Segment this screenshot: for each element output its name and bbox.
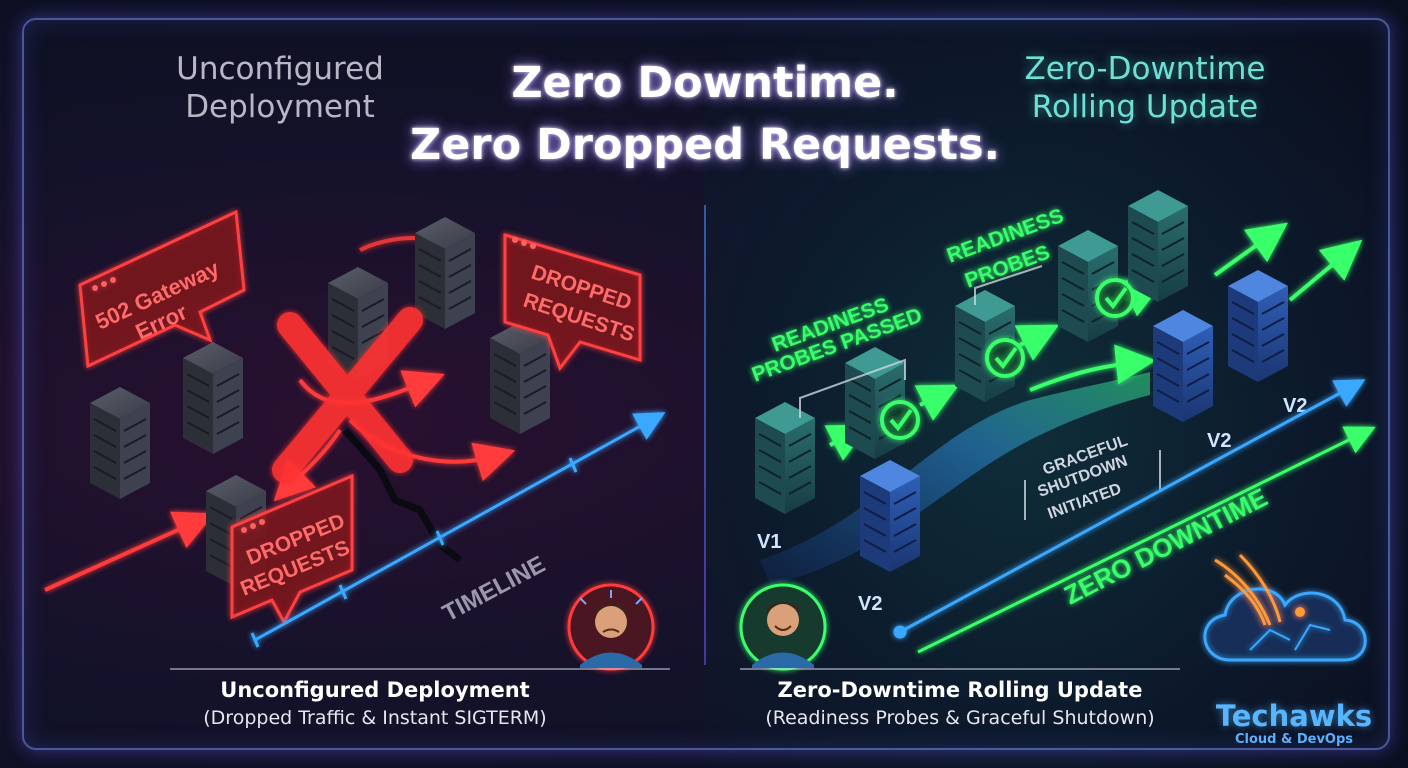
timeline-label: TIMELINE <box>438 551 550 627</box>
callout-dropped-top <box>503 232 642 372</box>
server-left-6 <box>489 321 551 435</box>
right-heading-line1: Zero-Downtime <box>1024 51 1266 87</box>
version-v1: V1 <box>757 531 781 553</box>
timeline-right-blue <box>893 379 1366 639</box>
stressed-engineer-avatar <box>567 583 655 671</box>
crack-icon <box>342 427 463 563</box>
techawks-logo-icon <box>1203 553 1367 662</box>
brand-name: Techawks <box>1215 699 1373 733</box>
right-heading-line2: Rolling Update <box>1031 89 1259 125</box>
server-left-2 <box>182 341 244 455</box>
probe-brackets <box>799 265 1161 520</box>
server-left-5 <box>414 216 476 330</box>
left-caption-title: Unconfigured Deployment <box>220 678 530 702</box>
right-caption-subtitle: (Readiness Probes & Graceful Shutdown) <box>765 707 1155 729</box>
main-title: Zero Downtime. Zero Dropped Requests. <box>400 52 1010 176</box>
version-v2-c: V2 <box>1283 395 1307 417</box>
traffic-flow-ribbon <box>760 372 1150 585</box>
check-icon-1 <box>880 400 920 440</box>
left-caption-rule <box>170 668 670 670</box>
check-icon-2 <box>985 338 1025 378</box>
main-title-line2: Zero Dropped Requests. <box>410 120 1000 170</box>
timeline-right <box>917 426 1376 654</box>
server-v2-mid <box>1152 309 1214 423</box>
right-caption: Zero-Downtime Rolling Update (Readiness … <box>735 676 1185 732</box>
version-v2-a: V2 <box>858 593 882 615</box>
right-caption-title: Zero-Downtime Rolling Update <box>777 678 1143 702</box>
server-v2-right <box>1227 269 1289 383</box>
green-progress-arrows <box>824 222 1363 461</box>
server-left-1 <box>89 386 151 500</box>
brand-tagline: Cloud & DevOps <box>1234 732 1354 747</box>
server-v2-new <box>859 459 921 573</box>
check-icon-3 <box>1095 278 1135 318</box>
version-v2-b: V2 <box>1207 430 1231 452</box>
server-v1 <box>754 401 816 515</box>
outer-frame <box>22 18 1390 750</box>
server-teal-5 <box>1127 189 1189 303</box>
timeline-left <box>250 412 666 648</box>
right-heading: Zero-Downtime Rolling Update <box>990 50 1300 126</box>
main-title-line1: Zero Downtime. <box>511 58 899 108</box>
left-caption-subtitle: (Dropped Traffic & Instant SIGTERM) <box>203 707 547 729</box>
left-caption: Unconfigured Deployment (Dropped Traffic… <box>180 676 570 732</box>
callout-502-error <box>78 209 246 369</box>
failure-x-icon <box>272 307 423 483</box>
callout-dropped-bottom <box>230 473 354 626</box>
left-heading-line1: Unconfigured <box>176 51 384 87</box>
right-caption-rule <box>740 668 1180 670</box>
left-heading: Unconfigured Deployment <box>140 50 420 126</box>
panel-divider <box>704 205 706 665</box>
left-heading-line2: Deployment <box>185 89 375 125</box>
brand: Techawks Cloud & DevOps <box>1196 700 1392 748</box>
happy-engineer-avatar <box>739 583 827 671</box>
